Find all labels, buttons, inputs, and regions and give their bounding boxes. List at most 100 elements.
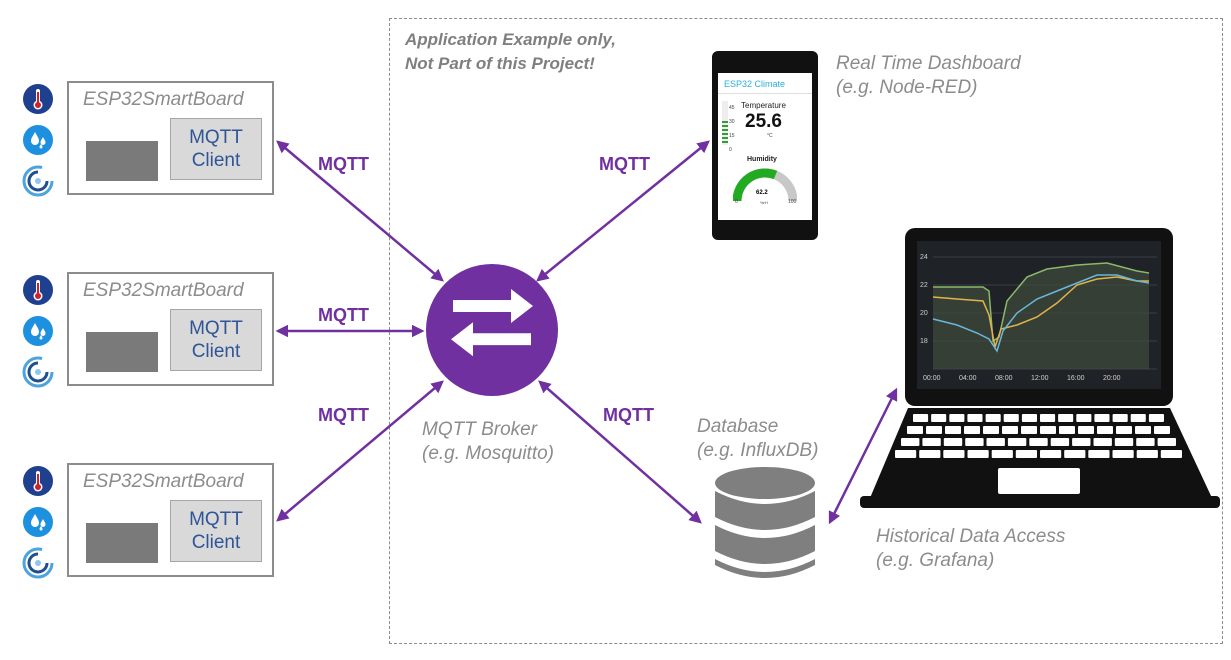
- keyboard-key: [1112, 450, 1134, 458]
- dashboard-label: Real Time Dashboard (e.g. Node-RED): [836, 52, 1021, 100]
- keyboard-key: [1136, 438, 1155, 446]
- arrow-board1-broker: [276, 140, 444, 282]
- keyboard-key: [926, 426, 942, 434]
- board-title: ESP32SmartBoard: [83, 280, 244, 301]
- keyboard-key: [1160, 450, 1182, 458]
- keyboard-key: [1059, 426, 1075, 434]
- keyboard-key: [1050, 438, 1070, 446]
- temperature-value: 25.6: [745, 111, 782, 132]
- keyboard-key: [1078, 426, 1094, 434]
- keyboard-key: [1136, 450, 1158, 458]
- keyboard-key: [1097, 426, 1113, 434]
- arrow-board3-broker: [276, 380, 444, 522]
- chart-ytick: 20: [920, 310, 928, 317]
- mqtt-client-box: MQTT Client: [170, 309, 262, 371]
- chart-ytick: 24: [920, 254, 928, 261]
- keyboard-key: [1021, 414, 1037, 422]
- keyboard-key: [967, 414, 983, 422]
- historical-line-2: (e.g. Grafana): [876, 550, 995, 571]
- thermometer-icon: [23, 275, 53, 305]
- phone-app-title: ESP32 Climate: [724, 79, 786, 89]
- note-line-2: Not Part of this Project!: [405, 54, 595, 73]
- keyboard-key: [1088, 450, 1110, 458]
- humidity-gauge: [733, 168, 797, 202]
- broker-label: MQTT Broker (e.g. Mosquitto): [422, 418, 554, 466]
- historical-label: Historical Data Access (e.g. Grafana): [876, 525, 1065, 573]
- mqtt-label: MQTT: [318, 405, 369, 425]
- board-title: ESP32SmartBoard: [83, 89, 244, 110]
- keyboard-key: [945, 426, 961, 434]
- keyboard-key: [985, 414, 1001, 422]
- keyboard-key: [991, 450, 1013, 458]
- keyboard-key: [913, 414, 929, 422]
- broker-line-2: (e.g. Mosquitto): [422, 443, 554, 464]
- mqtt-label: MQTT: [603, 405, 654, 425]
- database-icon: [715, 467, 815, 578]
- humidity-icon: [23, 507, 53, 537]
- mqtt-label: MQTT: [318, 154, 369, 174]
- keyboard-key: [1157, 438, 1176, 446]
- keyboard-key: [965, 438, 984, 446]
- keyboard-key: [943, 450, 965, 458]
- database-line-1: Database: [697, 416, 779, 437]
- client-line-2: Client: [191, 532, 241, 553]
- board-title: ESP32SmartBoard: [83, 471, 244, 492]
- keyboard-key: [919, 450, 941, 458]
- keyboard-key: [1094, 414, 1110, 422]
- keyboard-key: [1154, 426, 1170, 434]
- keyboard-key: [901, 438, 920, 446]
- humidity-max: 100: [788, 199, 797, 205]
- keyboard-key: [1064, 450, 1086, 458]
- chart-xtick: 04:00: [959, 375, 977, 382]
- humidity-icon: [23, 316, 53, 346]
- temperature-unit: °C: [767, 133, 773, 139]
- keyboard-key: [1148, 414, 1164, 422]
- temperature-bar: [722, 101, 728, 145]
- keyboard-key: [1058, 414, 1074, 422]
- chart-xtick: 16:00: [1067, 375, 1085, 382]
- note-line-1: Application Example only,: [405, 30, 616, 49]
- keyboard-key: [967, 450, 989, 458]
- laptop-chart: 24 22 20 18 00:00 04:00 08:00 12:00 16:0…: [917, 241, 1161, 389]
- keyboard-key: [943, 438, 963, 446]
- keyboard-key: [922, 438, 941, 446]
- client-line-1: MQTT: [189, 127, 243, 148]
- keyboard-key: [1003, 414, 1019, 422]
- mqtt-client-box: MQTT Client: [170, 118, 262, 180]
- esp32-smartboard-3: ESP32SmartBoard MQTT Client: [67, 463, 274, 577]
- keyboard-key: [1040, 450, 1062, 458]
- client-line-1: MQTT: [189, 509, 243, 530]
- humidity-icon: [23, 125, 53, 155]
- keyboard-key: [895, 450, 917, 458]
- keyboard-key: [1029, 438, 1048, 446]
- mqtt-label: MQTT: [318, 305, 369, 325]
- keyboard-key: [983, 426, 999, 434]
- keyboard-key: [1002, 426, 1018, 434]
- chart-ytick: 18: [920, 338, 928, 345]
- keyboard-key: [1040, 426, 1056, 434]
- database-line-2: (e.g. InfluxDB): [697, 440, 819, 461]
- board-chip: [86, 141, 158, 181]
- keyboard-key: [1116, 426, 1132, 434]
- mqtt-broker-icon: [426, 264, 558, 396]
- chart-xtick: 08:00: [995, 375, 1013, 382]
- keyboard-key: [1114, 438, 1134, 446]
- keyboard-key: [949, 414, 965, 422]
- board-chip: [86, 523, 158, 563]
- thermometer-icon: [23, 84, 53, 114]
- mqtt-label: MQTT: [599, 154, 650, 174]
- humidity-label: Humidity: [747, 156, 777, 163]
- arrow-broker-database: [538, 380, 702, 524]
- client-line-1: MQTT: [189, 318, 243, 339]
- keyboard-key: [1130, 414, 1146, 422]
- broker-line-1: MQTT Broker: [422, 419, 538, 440]
- dashboard-line-2: (e.g. Node-RED): [836, 77, 978, 98]
- database-label: Database (e.g. InfluxDB): [697, 415, 818, 463]
- keyboard-key: [1021, 426, 1037, 434]
- keyboard-key: [931, 414, 947, 422]
- historical-line-1: Historical Data Access: [876, 526, 1066, 547]
- dashboard-line-1: Real Time Dashboard: [836, 53, 1021, 74]
